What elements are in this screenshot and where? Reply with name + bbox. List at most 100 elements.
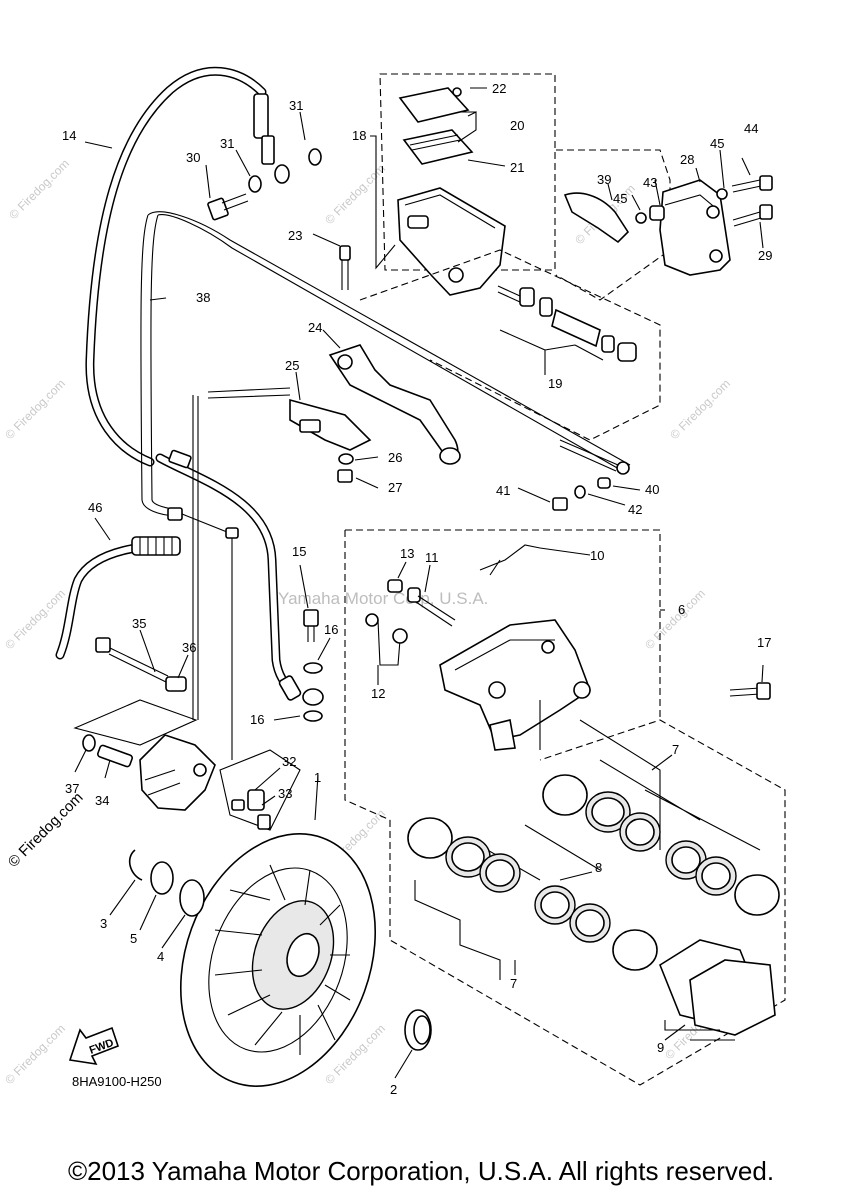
callout-27: 27 <box>388 480 402 495</box>
site-watermark: © Firedog.com <box>2 586 68 652</box>
callout-21: 21 <box>510 160 524 175</box>
pivot-bracket <box>139 734 216 811</box>
cable-bolt-junction <box>167 507 239 760</box>
banjo-bolt-30 <box>207 193 249 221</box>
bushing-27 <box>337 469 353 483</box>
callout-31: 31 <box>220 136 234 151</box>
nut-26 <box>338 453 354 465</box>
callout-26: 26 <box>388 450 402 465</box>
callout-28: 28 <box>680 152 694 167</box>
callout-25: 25 <box>285 358 299 373</box>
piston-set-lower <box>407 817 658 971</box>
callout-6: 6 <box>678 602 685 617</box>
piston-set-upper <box>542 774 780 916</box>
callout-24: 24 <box>308 320 322 335</box>
spring-36 <box>165 676 187 692</box>
bolt-23 <box>339 245 351 290</box>
fwd-arrow-icon: FWD <box>68 1026 120 1066</box>
callout-16: 16 <box>324 622 338 637</box>
master-cylinder-dashed-box <box>379 73 556 271</box>
washer-16 <box>303 662 323 674</box>
bolt-17 <box>729 682 771 700</box>
site-watermark: © Firedog.com <box>2 376 68 442</box>
cable-end <box>559 439 630 475</box>
washer-42 <box>574 485 586 499</box>
banjo-fitting <box>274 164 290 184</box>
callout-7: 7 <box>510 976 517 991</box>
washer-31 <box>308 148 322 166</box>
bolt-15 <box>303 609 319 642</box>
washer-31 <box>248 175 262 193</box>
pin-34 <box>97 744 133 768</box>
callout-37: 37 <box>65 781 79 796</box>
site-watermark: © Firedog.com <box>667 376 733 442</box>
callout-3: 3 <box>100 916 107 931</box>
callout-20: 20 <box>510 118 524 133</box>
callout-22: 22 <box>492 81 506 96</box>
bracket-28 <box>659 179 731 276</box>
seal-12 <box>365 613 408 666</box>
banjo-fitting-lower <box>302 688 324 706</box>
site-watermark: © Firedog.com <box>322 161 388 227</box>
caliper-body-6 <box>439 619 591 751</box>
callout-30: 30 <box>186 150 200 165</box>
brake-pads-9 <box>659 939 776 1041</box>
diagram-code: 8HA9100-H250 <box>72 1074 162 1089</box>
spring-10 <box>479 544 541 576</box>
callout-18: 18 <box>352 128 366 143</box>
collar-33b <box>257 814 271 830</box>
callout-8: 8 <box>595 860 602 875</box>
bolt-29 <box>732 204 773 227</box>
callout-16: 16 <box>250 712 264 727</box>
collar-32 <box>247 789 265 811</box>
callout-7: 7 <box>672 742 679 757</box>
leader-lines <box>74 87 764 1079</box>
washer-37 <box>82 734 96 752</box>
callout-13: 13 <box>400 546 414 561</box>
washer-4 <box>179 879 205 917</box>
callout-29: 29 <box>758 248 772 263</box>
left-group-frame <box>73 699 198 746</box>
bolt-35 <box>95 637 169 683</box>
lever-holder-25 <box>289 398 372 451</box>
callout-23: 23 <box>288 228 302 243</box>
callout-19: 19 <box>548 376 562 391</box>
callout-labels: 14 31 31 30 18 22 20 21 23 38 24 25 26 2… <box>62 81 772 1097</box>
callout-33: 33 <box>278 786 292 801</box>
site-watermark: © Firedog.com <box>2 1021 68 1087</box>
collar-40 <box>597 477 611 489</box>
collar-43 <box>649 205 665 221</box>
bolt-44 <box>731 175 773 193</box>
callout-1: 1 <box>314 770 321 785</box>
callout-10: 10 <box>590 548 604 563</box>
callout-2: 2 <box>390 1082 397 1097</box>
lower-hose <box>155 449 302 701</box>
collar-2 <box>404 1009 432 1051</box>
pin-11 <box>407 587 456 627</box>
cable-46 <box>55 536 181 660</box>
callout-4: 4 <box>157 949 164 964</box>
site-watermark: © Firedog.com <box>6 156 72 222</box>
washer-5 <box>150 861 174 895</box>
copyright-notice: ©2013 Yamaha Motor Corporation, U.S.A. A… <box>67 1156 775 1186</box>
callout-12: 12 <box>371 686 385 701</box>
callout-9: 9 <box>657 1040 664 1055</box>
callout-41: 41 <box>496 483 510 498</box>
callout-46: 46 <box>88 500 102 515</box>
master-cylinder-body <box>397 187 506 296</box>
callout-42: 42 <box>628 502 642 517</box>
cable-25 <box>192 387 291 720</box>
callout-44: 44 <box>744 121 758 136</box>
right-subbox <box>219 749 301 831</box>
callout-34: 34 <box>95 793 109 808</box>
washer-16 <box>303 710 323 722</box>
circlip-3 <box>128 849 143 881</box>
callout-40: 40 <box>645 482 659 497</box>
lever-39 <box>563 192 630 244</box>
callout-32: 32 <box>282 754 296 769</box>
callout-31: 31 <box>289 98 303 113</box>
callout-45: 45 <box>613 191 627 206</box>
site-watermark: © Firedog.com <box>642 586 708 652</box>
reservoir-cap-20 <box>398 87 474 165</box>
